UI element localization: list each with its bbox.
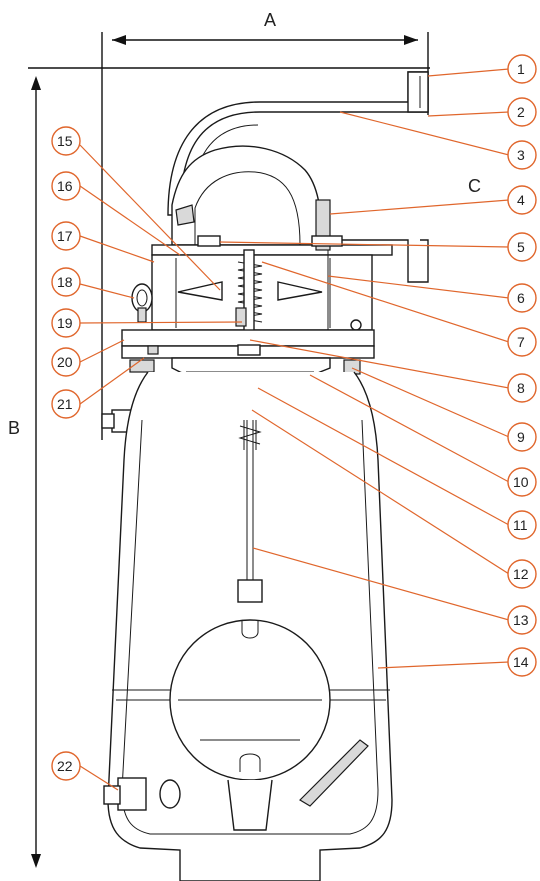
upper-chamber (151, 249, 373, 351)
cowl-hood (171, 145, 323, 246)
callout-14: 14 (513, 654, 529, 670)
callout-leaders (79, 68, 510, 791)
bolt-head-right (311, 235, 343, 247)
outlet-elbow (167, 71, 429, 283)
callout-12: 12 (513, 566, 529, 582)
callout-1: 1 (517, 61, 525, 77)
callout-6: 6 (517, 290, 525, 306)
dimension-c-label: C (468, 176, 481, 196)
dimension-b: B (8, 67, 430, 868)
callout-13: 13 (513, 612, 529, 628)
float-disc (177, 281, 223, 301)
small-bolt (350, 319, 362, 331)
dimension-a: A (101, 10, 429, 440)
float-ball (169, 619, 331, 781)
callouts: 1 2 3 4 5 6 7 8 9 10 11 12 13 14 15 16 1… (51, 54, 537, 781)
callout-18: 18 (57, 274, 73, 290)
callout-2: 2 (517, 104, 525, 120)
callout-9: 9 (517, 429, 525, 445)
callout-3: 3 (517, 147, 525, 163)
bottom-guide (200, 739, 369, 831)
eye-bolt (131, 283, 153, 323)
callout-8: 8 (517, 380, 525, 396)
bottom-side-port (103, 777, 181, 811)
float-rod (237, 420, 263, 603)
dimension-a-label: A (264, 10, 276, 30)
callout-10: 10 (513, 474, 529, 490)
callout-7: 7 (517, 334, 525, 350)
callout-19: 19 (57, 315, 73, 331)
callout-17: 17 (57, 228, 73, 244)
callout-11: 11 (513, 517, 528, 533)
callout-20: 20 (57, 354, 73, 370)
callout-15: 15 (57, 133, 73, 149)
callout-22: 22 (57, 758, 73, 774)
top-cover-plate (151, 244, 393, 256)
callout-4: 4 (517, 192, 525, 208)
callout-21: 21 (57, 396, 73, 412)
callout-16: 16 (57, 178, 73, 194)
stem-guide (235, 307, 247, 327)
bolt-head-5 (197, 235, 221, 247)
dimension-b-label: B (8, 418, 20, 438)
callout-5: 5 (517, 239, 525, 255)
